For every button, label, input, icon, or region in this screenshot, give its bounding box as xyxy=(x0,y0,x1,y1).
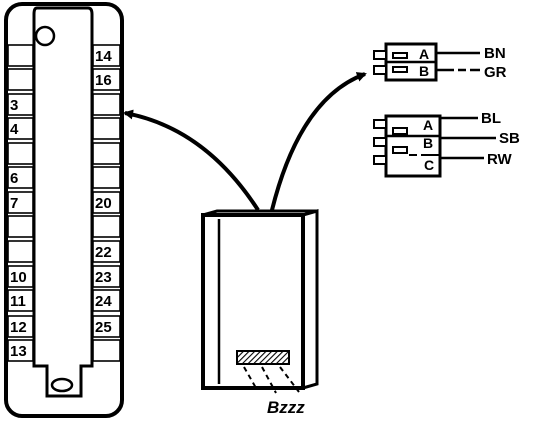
connector-2pin: A B BN GR xyxy=(373,42,507,82)
left-pin-cell xyxy=(7,240,34,263)
left-pin-cell xyxy=(7,265,34,288)
left-pin-cell xyxy=(7,117,34,140)
wire-rw-label: RW xyxy=(487,151,513,168)
wire-sb-label: SB xyxy=(499,130,520,147)
arrow-to-connector-2pin xyxy=(270,72,367,211)
wire-gr-label: GR xyxy=(484,64,507,81)
right-pin-column: 14 16 20 22 23 24 25 xyxy=(92,44,121,362)
pin-c-3pin: C xyxy=(424,157,434,173)
wire-bl-label: BL xyxy=(481,110,501,127)
connector-slot xyxy=(32,6,94,398)
buzz-text: Bzzz xyxy=(267,398,305,417)
left-pin-cell xyxy=(7,215,34,238)
left-pin-cell xyxy=(7,166,34,189)
right-pin-label-16: 16 xyxy=(95,72,112,89)
right-pin-cell xyxy=(92,215,121,238)
sound-lines-icon xyxy=(243,366,300,394)
connector-3pin: A B C BL SB RW xyxy=(373,110,520,178)
right-pin-label-22: 22 xyxy=(95,244,112,261)
release-hole-icon xyxy=(50,377,74,393)
arrow-to-pin-16 xyxy=(123,109,260,212)
right-pin-cell xyxy=(92,315,121,338)
right-pin-cell xyxy=(92,339,121,362)
right-pin-label-14: 14 xyxy=(95,48,112,65)
right-pin-cell xyxy=(92,142,121,165)
left-pin-label-13: 13 xyxy=(10,343,27,360)
left-pin-label-10: 10 xyxy=(10,269,27,286)
left-pin-label-12: 12 xyxy=(10,319,27,336)
left-pin-cell xyxy=(7,339,34,362)
right-pin-cell xyxy=(92,44,121,67)
left-pin-cell xyxy=(7,142,34,165)
pin-b-2pin: B xyxy=(419,63,429,79)
right-pin-cell xyxy=(92,240,121,263)
buzzer-module: Bzzz xyxy=(201,209,319,417)
pin-a-3pin: A xyxy=(423,117,433,133)
left-pin-cell xyxy=(7,44,34,67)
buzzer-grille xyxy=(236,350,290,365)
left-pin-label-7: 7 xyxy=(10,195,18,212)
right-pin-cell xyxy=(92,166,121,189)
right-pin-cell xyxy=(92,265,121,288)
left-pin-cell xyxy=(7,68,34,91)
right-pin-label-23: 23 xyxy=(95,269,112,286)
right-pin-label-24: 24 xyxy=(95,293,112,310)
right-pin-cell xyxy=(92,289,121,312)
left-pin-label-11: 11 xyxy=(10,293,26,310)
left-pin-cell xyxy=(7,315,34,338)
right-pin-cell xyxy=(92,68,121,91)
connector-block: 3 4 6 7 10 11 12 13 14 16 20 22 23 24 25 xyxy=(4,2,124,418)
right-pin-cell xyxy=(92,191,121,214)
left-pin-label-3: 3 xyxy=(10,97,18,114)
pin-b-3pin: B xyxy=(423,135,433,151)
left-pin-cell xyxy=(7,289,34,312)
left-pin-cell xyxy=(7,93,34,116)
left-pin-label-4: 4 xyxy=(10,121,19,138)
left-pin-label-6: 6 xyxy=(10,170,18,187)
right-pin-cell xyxy=(92,93,121,116)
wire-bn-label: BN xyxy=(484,45,506,62)
left-pin-column: 3 4 6 7 10 11 12 13 xyxy=(7,44,34,362)
right-pin-label-20: 20 xyxy=(95,195,112,212)
pin-a-2pin: A xyxy=(419,46,429,62)
locating-hole-icon xyxy=(34,25,56,47)
right-pin-cell xyxy=(92,117,121,140)
right-pin-label-25: 25 xyxy=(95,319,112,336)
left-pin-cell xyxy=(7,191,34,214)
